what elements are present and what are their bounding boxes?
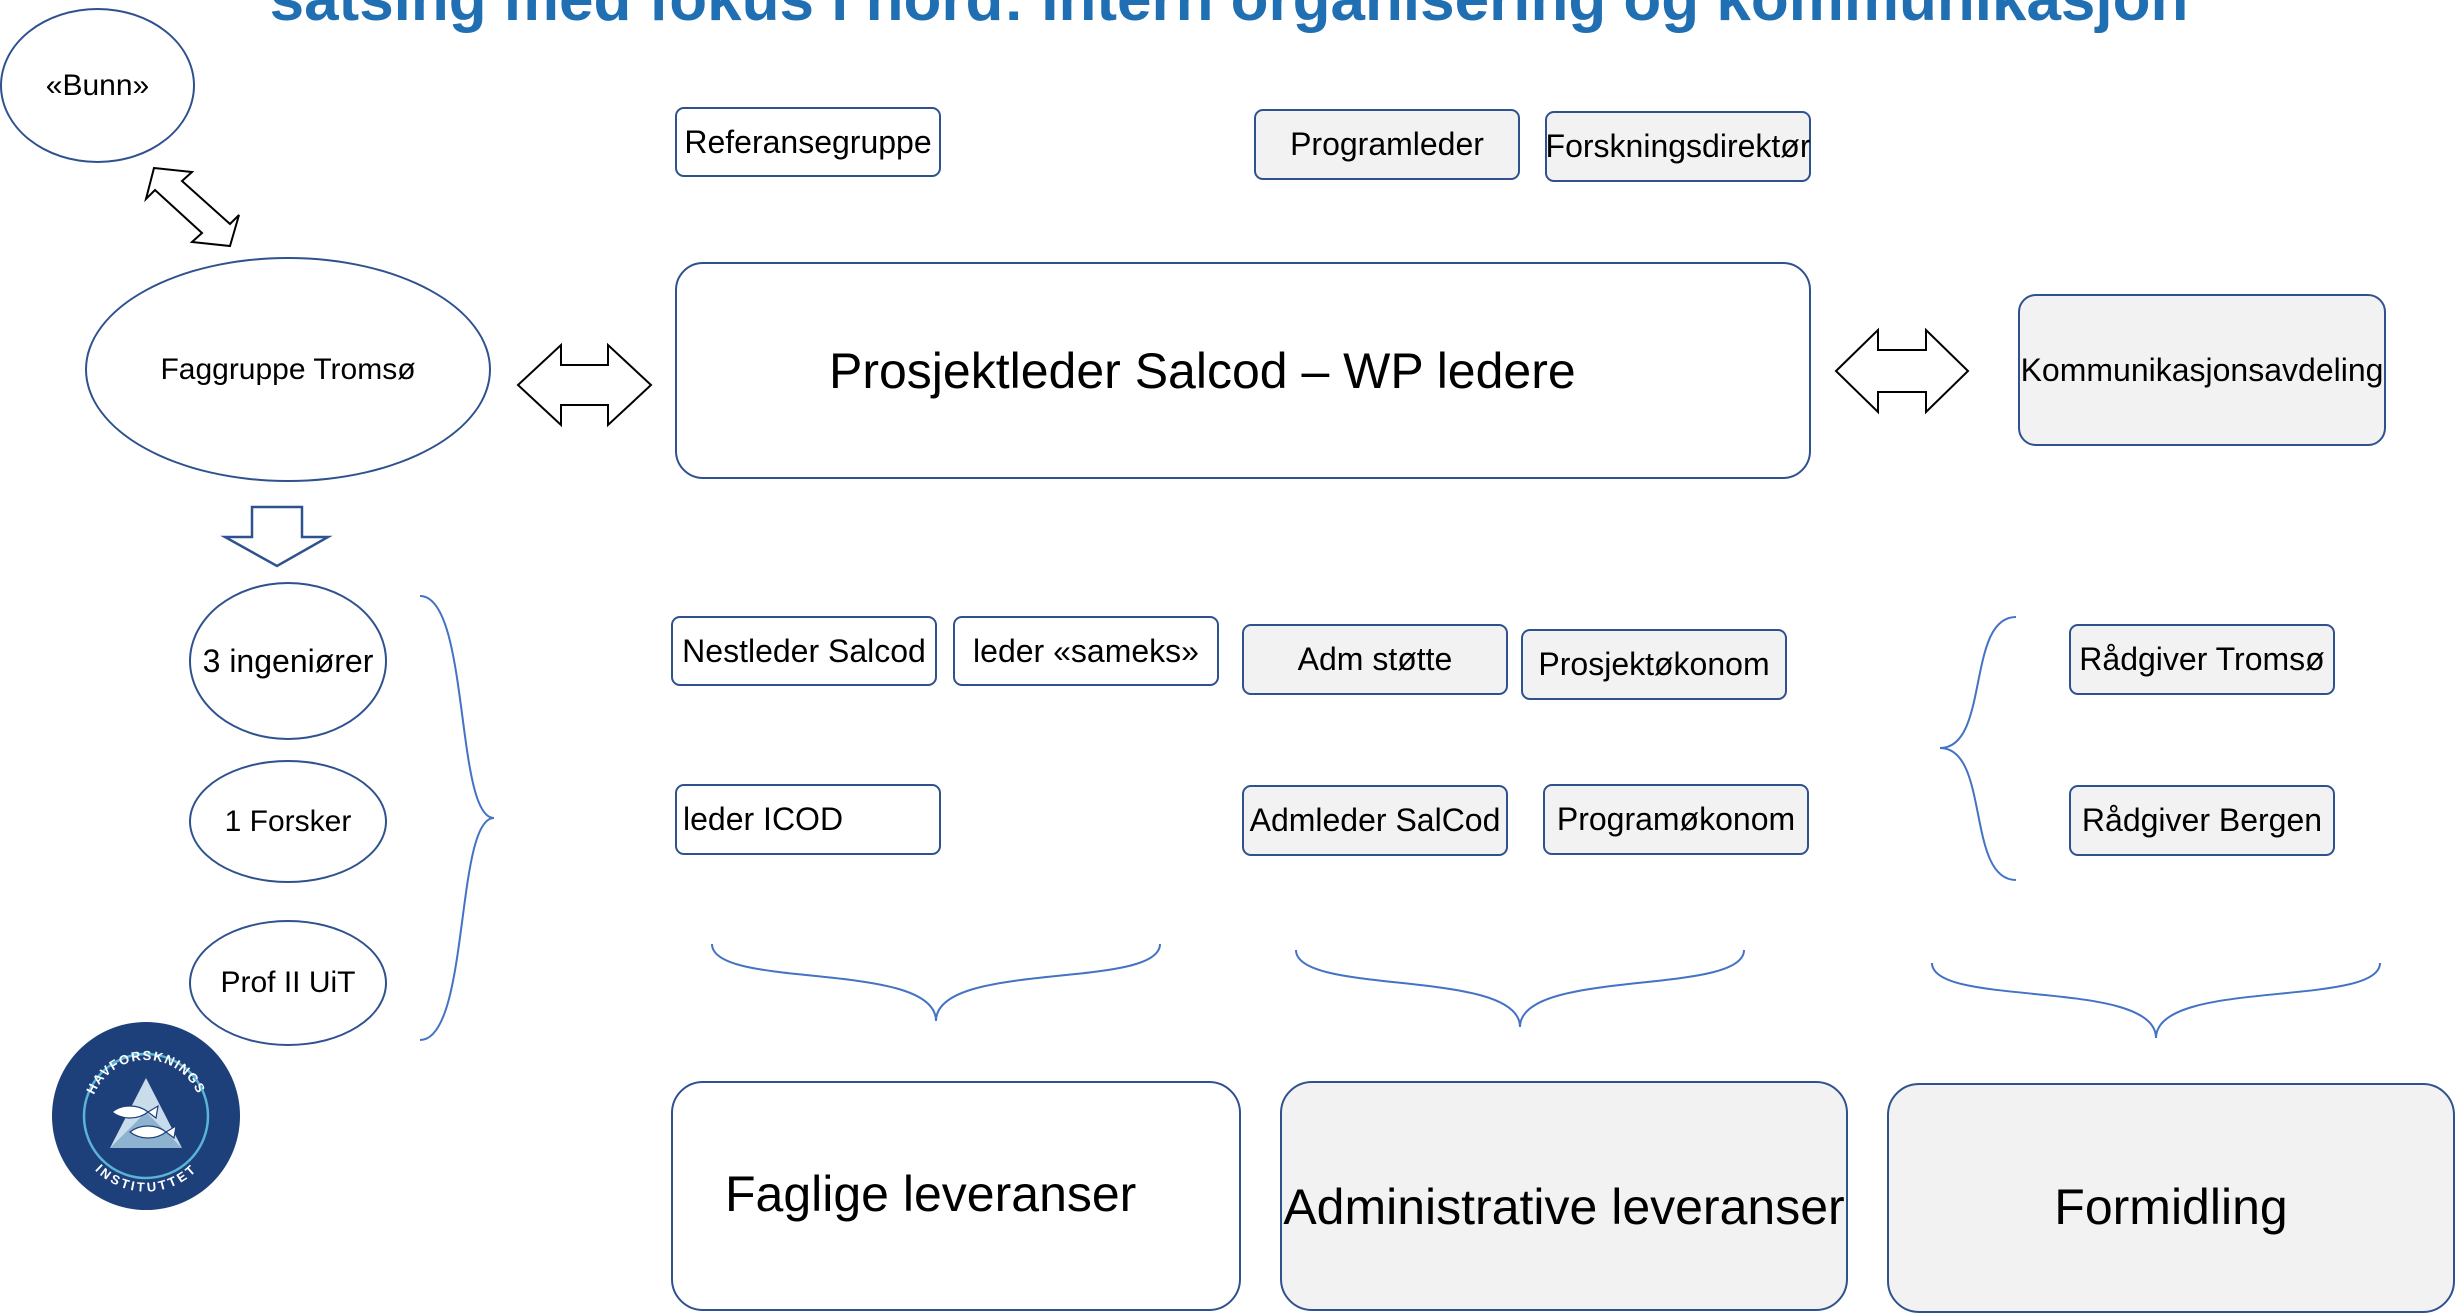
brace-administrative-icon [1295,949,1745,1028]
box-leder-sameks[interactable]: leder «sameks» [953,616,1219,686]
formidling-label: Formidling [2054,1179,2288,1235]
box-forskningsdirektor[interactable]: Forskningsdirektør [1545,111,1811,182]
box-programleder[interactable]: Programleder [1254,109,1520,180]
box-prosjektleder-salcod[interactable]: Prosjektleder Salcod – WP ledere [675,262,1811,479]
right-double-arrow-icon [1834,327,1970,415]
left-double-arrow-icon [516,342,653,428]
right-brace-icon [419,595,495,1041]
havforskningsinstituttet-logo: HAVFORSKNINGS INSTITUTTET [52,1022,240,1210]
brace-faglige-icon [711,943,1161,1022]
box-radgiver-tromso[interactable]: Rådgiver Tromsø [2069,624,2335,695]
down-arrow-icon [220,505,333,568]
oval-1-forsker[interactable]: 1 Forsker [189,760,387,883]
box-prosjektokonom[interactable]: Prosjektøkonom [1521,629,1787,700]
box-administrative-leveranser[interactable]: Administrative leveranser [1280,1081,1848,1311]
box-radgiver-bergen[interactable]: Rådgiver Bergen [2069,785,2335,856]
oval-faggruppe-tromso[interactable]: Faggruppe Tromsø [85,257,491,482]
box-faglige-leveranser[interactable]: Faglige leveranser [671,1081,1241,1311]
fish-triangle-icon [110,1078,182,1148]
faglige-leveranser-label: Faglige leveranser [725,1166,1137,1222]
oval-bunn[interactable]: «Bunn» [0,8,195,163]
diagonal-double-arrow-icon [144,166,240,248]
box-formidling[interactable]: Formidling [1887,1083,2455,1313]
prosjektleder-label: Prosjektleder Salcod – WP ledere [829,342,1576,399]
brace-formidling-icon [1931,962,2381,1039]
page-title: satsing med fokus i nord: Intern organis… [0,0,2458,35]
box-adm-stotte[interactable]: Adm støtte [1242,624,1508,695]
leder-icod-label: leder ICOD [683,801,844,837]
oval-prof-ii-uit[interactable]: Prof II UiT [189,920,387,1046]
oval-3-ingeniorer[interactable]: 3 ingeniører [189,582,387,740]
box-nestleder-salcod[interactable]: Nestleder Salcod [671,616,937,686]
box-kommunikasjonsavdeling[interactable]: Kommunikasjonsavdeling [2018,294,2386,446]
box-referansegruppe[interactable]: Referansegruppe [675,107,941,177]
administrative-leveranser-label: Administrative leveranser [1283,1179,1845,1235]
box-leder-icod[interactable]: leder ICOD [675,784,941,855]
box-programokonom[interactable]: Programøkonom [1543,784,1809,855]
box-admleder-salcod[interactable]: Admleder SalCod [1242,785,1508,856]
left-brace-icon [1939,616,2017,881]
